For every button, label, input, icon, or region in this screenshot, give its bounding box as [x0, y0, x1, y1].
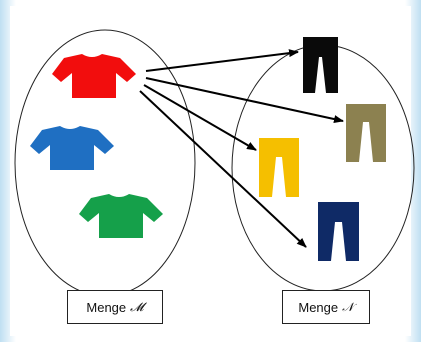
arrow-red-to-navy	[139, 90, 307, 248]
set-m-label-text: Menge	[86, 299, 127, 315]
arrow-red-to-olive	[145, 77, 344, 123]
set-n-label-text: Menge	[298, 299, 339, 315]
arrow-red-to-yellow	[143, 84, 257, 151]
shirt-red-icon	[52, 54, 136, 98]
trousers-black-icon	[303, 37, 338, 93]
arrow-red-to-black	[145, 49, 299, 72]
set-n-symbol: 𝒩	[342, 299, 354, 314]
set-m-symbol: 𝓜	[130, 299, 144, 314]
shirt-blue-icon	[30, 126, 114, 170]
trousers-navy-icon	[318, 202, 359, 261]
trousers-yellow-icon	[259, 138, 299, 197]
shirt-green-icon	[79, 194, 163, 238]
trousers-olive-icon	[346, 104, 386, 162]
set-m-label: Menge 𝓜	[67, 290, 163, 324]
set-n-label: Menge 𝒩	[282, 290, 370, 324]
